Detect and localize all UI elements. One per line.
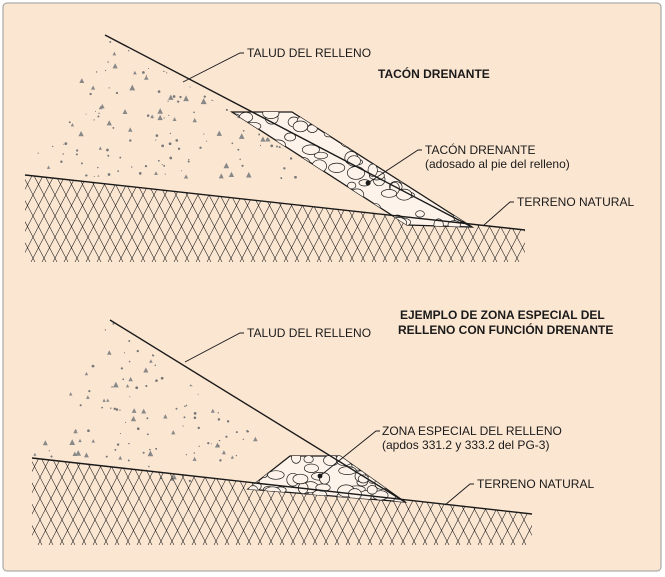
bottom-feature-label-2: (apdos 331.2 y 333.2 del PG-3) — [382, 438, 549, 452]
bottom-feature-dot — [317, 473, 323, 479]
top-feature-label-2: (adosado al pie del relleno) — [425, 157, 570, 171]
top-feature-leader — [367, 149, 422, 184]
top-feature-label-1: TACÓN DRENANTE — [425, 142, 535, 157]
bottom-ground-label: TERRENO NATURAL — [477, 477, 594, 491]
bottom-slope-leader — [184, 332, 244, 363]
bottom-slope-label: TALUD DEL RELLENO — [247, 326, 371, 340]
top-ground-leader — [483, 201, 514, 226]
bottom-feature-leader — [319, 430, 380, 477]
bottom-title-1: EJEMPLO DE ZONA ESPECIAL DEL — [400, 308, 605, 322]
bottom-title-2: RELLENO CON FUNCIÓN DRENANTE — [398, 322, 613, 337]
bottom-feature-label-1: ZONA ESPECIAL DEL RELLENO — [382, 424, 562, 438]
bottom-ground-line — [31, 457, 533, 515]
top-ground-line — [24, 174, 526, 231]
top-ground-label: TERRENO NATURAL — [517, 195, 634, 209]
top-slope-line — [104, 34, 473, 228]
top-slope-leader — [182, 52, 244, 83]
top-title: TACÓN DRENANTE — [378, 66, 490, 81]
bottom-ground-leader — [444, 483, 474, 506]
top-slope-label: TALUD DEL RELLENO — [247, 46, 371, 60]
top-feature-dot — [365, 180, 371, 186]
bottom-slope-line — [109, 319, 406, 503]
